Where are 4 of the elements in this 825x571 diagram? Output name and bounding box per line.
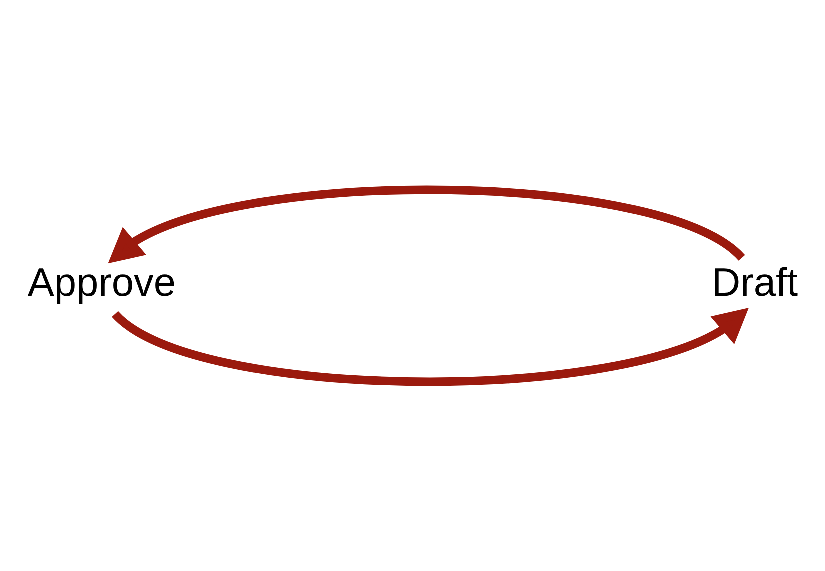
arrow — [112, 307, 749, 386]
node-text: Approve — [28, 260, 176, 304]
node-text: Draft — [712, 260, 798, 304]
arrow — [108, 186, 745, 264]
